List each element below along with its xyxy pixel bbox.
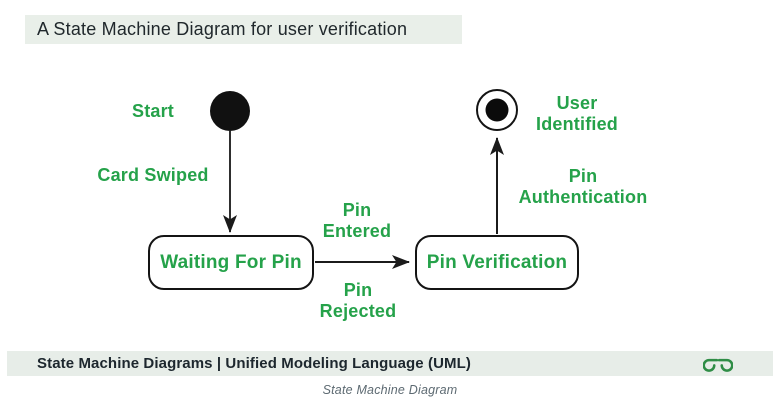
transition-label-pin-rejected: Pin Rejected bbox=[319, 280, 397, 321]
diagram-title: A State Machine Diagram for user verific… bbox=[25, 15, 462, 44]
state-waiting-for-pin-label: Waiting For Pin bbox=[160, 251, 302, 273]
image-caption: State Machine Diagram bbox=[322, 383, 458, 397]
initial-state-node bbox=[210, 91, 250, 131]
transition-label-pin-entered: Pin Entered bbox=[322, 200, 392, 241]
footer-band-text: State Machine Diagrams | Unified Modelin… bbox=[37, 355, 472, 372]
start-label: Start bbox=[131, 101, 174, 121]
geeksforgeeks-logo-icon bbox=[703, 358, 733, 372]
transition-label-pin-authentication: Pin Authentication bbox=[518, 166, 648, 207]
transition-label-card-swiped: Card Swiped bbox=[97, 165, 209, 185]
state-pin-verification: Pin Verification bbox=[415, 235, 579, 290]
state-waiting-for-pin: Waiting For Pin bbox=[148, 235, 314, 290]
footer-band: State Machine Diagrams | Unified Modelin… bbox=[7, 351, 773, 376]
final-state-label: User Identified bbox=[536, 93, 618, 134]
state-pin-verification-label: Pin Verification bbox=[426, 251, 568, 273]
final-state-inner-dot bbox=[485, 98, 509, 122]
diagram-title-text: A State Machine Diagram for user verific… bbox=[37, 19, 408, 39]
